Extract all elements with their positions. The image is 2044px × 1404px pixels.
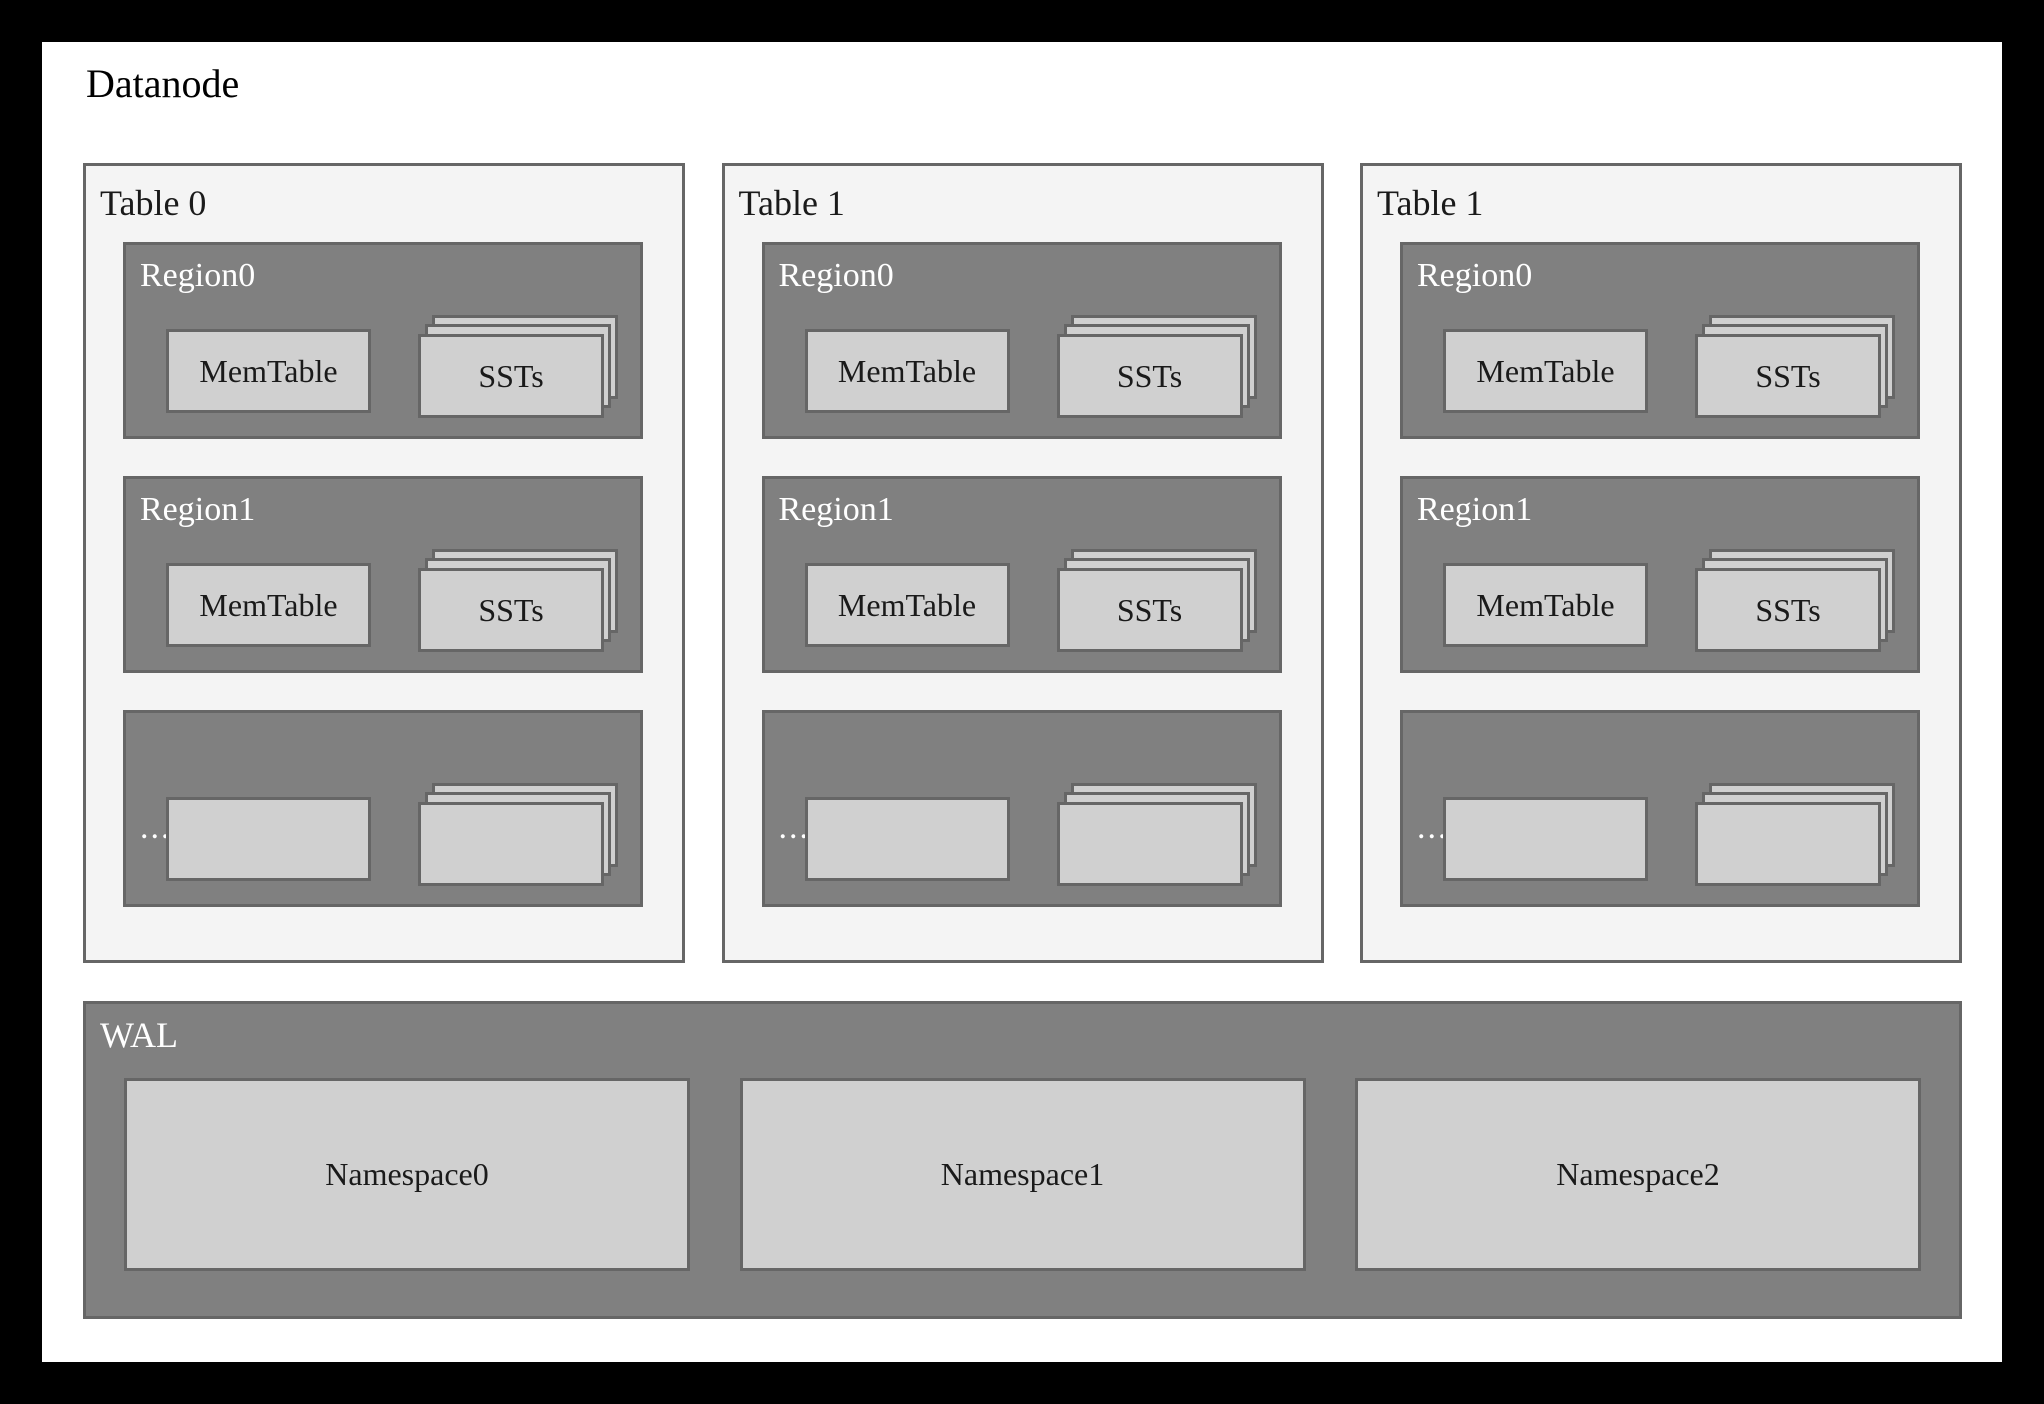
region-label: Region1 [778, 491, 894, 528]
ellipsis-label: ... [140, 809, 172, 846]
region-body: MemTable SSTs [166, 315, 618, 419]
memtable-card-placeholder[interactable] [1443, 797, 1648, 881]
sst-stack-placeholder[interactable] [1056, 783, 1257, 887]
sst-card-front[interactable]: SSTs [1056, 568, 1243, 652]
region-list: Region0 MemTable SSTs Region1 MemTable [123, 242, 643, 907]
region-body [804, 783, 1257, 887]
region-label: Region1 [140, 491, 256, 528]
sst-card-front[interactable] [418, 802, 604, 886]
namespace-card-1[interactable]: Namespace1 [739, 1078, 1306, 1271]
memtable-card-placeholder[interactable] [804, 797, 1010, 881]
sst-card-front[interactable]: SSTs [418, 568, 604, 652]
region-box-more[interactable]: ... [761, 710, 1282, 907]
region-body: MemTable SSTs [804, 315, 1257, 419]
page-title: Datanode [86, 61, 240, 106]
sst-stack[interactable]: SSTs [1695, 549, 1895, 653]
table-panel-1[interactable]: Table 1 Region0 MemTable SSTs Region1 [721, 163, 1324, 963]
memtable-card[interactable]: MemTable [166, 563, 371, 647]
table-panel-2[interactable]: Table 1 Region0 MemTable SSTs Region1 [1360, 163, 1962, 963]
sst-card-front[interactable]: SSTs [1056, 334, 1243, 418]
tables-row: Table 0 Region0 MemTable SSTs Region1 [83, 163, 1962, 963]
region-list: Region0 MemTable SSTs Region1 MemTable [1400, 242, 1920, 907]
table-label: Table 1 [738, 183, 845, 223]
region-body: MemTable SSTs [1443, 549, 1895, 653]
sst-stack[interactable]: SSTs [1056, 549, 1257, 653]
region-body: MemTable SSTs [804, 549, 1257, 653]
memtable-card[interactable]: MemTable [166, 329, 371, 413]
region-label: Region0 [140, 257, 256, 294]
ellipsis-label: ... [778, 809, 810, 846]
sst-card-front[interactable]: SSTs [1695, 334, 1881, 418]
datanode-canvas: Datanode Table 0 Region0 MemTable SSTs [42, 42, 2002, 1362]
region-box[interactable]: Region0 MemTable SSTs [123, 242, 643, 439]
sst-card-front[interactable] [1056, 802, 1243, 886]
table-label: Table 1 [1377, 183, 1484, 223]
region-body [166, 783, 618, 887]
region-body: MemTable SSTs [1443, 315, 1895, 419]
region-box[interactable]: Region1 MemTable SSTs [123, 476, 643, 673]
wal-container[interactable]: WAL Namespace0 Namespace1 Namespace2 [83, 1001, 1962, 1319]
region-box[interactable]: Region1 MemTable SSTs [1400, 476, 1920, 673]
memtable-card[interactable]: MemTable [1443, 329, 1648, 413]
region-box-more[interactable]: ... [1400, 710, 1920, 907]
region-box[interactable]: Region0 MemTable SSTs [761, 242, 1282, 439]
region-list: Region0 MemTable SSTs Region1 MemTable [761, 242, 1282, 907]
namespace-list: Namespace0 Namespace1 Namespace2 [124, 1078, 1921, 1271]
memtable-card[interactable]: MemTable [804, 563, 1010, 647]
wal-label: WAL [100, 1015, 178, 1055]
sst-stack[interactable]: SSTs [418, 315, 618, 419]
region-body: MemTable SSTs [166, 549, 618, 653]
sst-stack-placeholder[interactable] [418, 783, 618, 887]
table-label: Table 0 [100, 183, 207, 223]
sst-stack[interactable]: SSTs [418, 549, 618, 653]
region-box[interactable]: Region1 MemTable SSTs [761, 476, 1282, 673]
sst-stack-placeholder[interactable] [1695, 783, 1895, 887]
region-body [1443, 783, 1895, 887]
namespace-card-0[interactable]: Namespace0 [124, 1078, 690, 1271]
table-panel-0[interactable]: Table 0 Region0 MemTable SSTs Region1 [83, 163, 685, 963]
memtable-card[interactable]: MemTable [804, 329, 1010, 413]
sst-stack[interactable]: SSTs [1695, 315, 1895, 419]
memtable-card-placeholder[interactable] [166, 797, 371, 881]
region-label: Region1 [1417, 491, 1533, 528]
sst-card-front[interactable]: SSTs [418, 334, 604, 418]
memtable-card[interactable]: MemTable [1443, 563, 1648, 647]
namespace-card-2[interactable]: Namespace2 [1355, 1078, 1921, 1271]
sst-stack[interactable]: SSTs [1056, 315, 1257, 419]
sst-card-front[interactable]: SSTs [1695, 568, 1881, 652]
ellipsis-label: ... [1417, 809, 1449, 846]
region-label: Region0 [1417, 257, 1533, 294]
region-box[interactable]: Region0 MemTable SSTs [1400, 242, 1920, 439]
region-box-more[interactable]: ... [123, 710, 643, 907]
sst-card-front[interactable] [1695, 802, 1881, 886]
region-label: Region0 [778, 257, 894, 294]
